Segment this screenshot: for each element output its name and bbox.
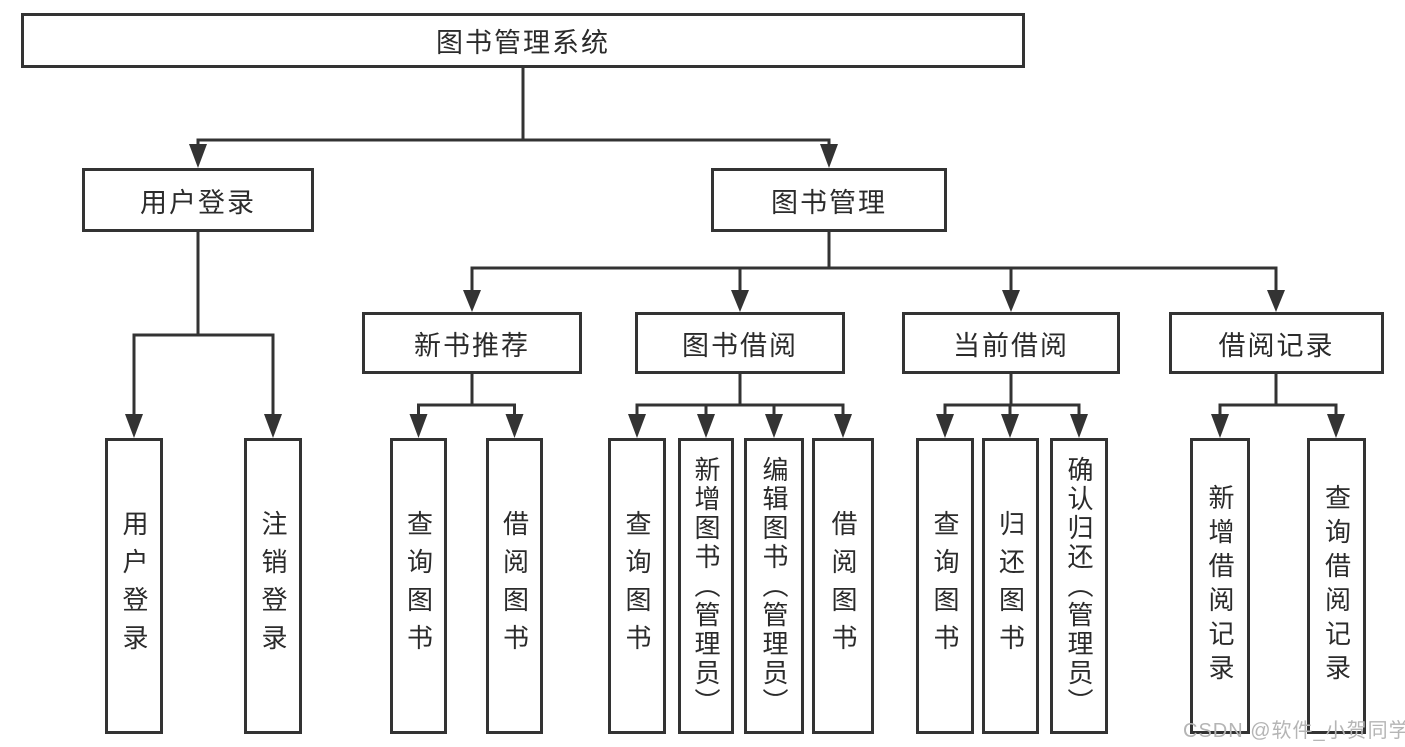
leaf-label: 查询图书 xyxy=(930,510,960,662)
node-label: 图书管理系统 xyxy=(436,28,610,58)
leaf-label: 编辑图书（管理员） xyxy=(759,455,789,717)
leaf-confirm-return-admin: 确认归还（管理员） xyxy=(1050,438,1108,734)
leaf-label: 归还图书 xyxy=(995,510,1026,662)
leaf-label: 新增借阅记录 xyxy=(1205,484,1235,688)
arrowhead-icons xyxy=(125,144,1345,438)
node-label: 用户登录 xyxy=(140,187,256,218)
leaf-user-login: 用户登录 xyxy=(105,438,163,734)
leaf-label: 查询图书 xyxy=(403,510,434,662)
node-new-book-recommend: 新书推荐 xyxy=(362,312,582,374)
leaf-query-books-current: 查询图书 xyxy=(916,438,974,734)
node-user-login: 用户登录 xyxy=(82,168,314,232)
node-root-book-management-system: 图书管理系统 xyxy=(21,13,1025,68)
node-borrowing-records: 借阅记录 xyxy=(1169,312,1384,374)
leaf-label: 查询图书 xyxy=(622,510,652,662)
leaf-borrow-books-recommend: 借阅图书 xyxy=(486,438,543,734)
leaf-label: 借阅图书 xyxy=(828,510,858,662)
node-label: 图书管理 xyxy=(771,187,887,218)
leaf-query-books-borrowing: 查询图书 xyxy=(608,438,666,734)
leaf-query-books-recommend: 查询图书 xyxy=(390,438,447,734)
node-label: 当前借阅 xyxy=(953,330,1069,361)
leaf-add-borrow-record: 新增借阅记录 xyxy=(1190,438,1250,734)
leaf-label: 确认归还（管理员） xyxy=(1064,455,1094,717)
leaf-logout: 注销登录 xyxy=(244,438,302,734)
leaf-borrow-books: 借阅图书 xyxy=(812,438,874,734)
leaf-edit-book-admin: 编辑图书（管理员） xyxy=(744,438,804,734)
node-book-borrowing: 图书借阅 xyxy=(635,312,845,374)
leaf-label: 新增图书（管理员） xyxy=(691,455,721,717)
leaf-add-book-admin: 新增图书（管理员） xyxy=(678,438,734,734)
node-label: 新书推荐 xyxy=(414,330,530,361)
leaf-label: 借阅图书 xyxy=(499,510,530,662)
leaf-return-books: 归还图书 xyxy=(982,438,1039,734)
leaf-label: 查询借阅记录 xyxy=(1321,484,1352,688)
node-label: 图书借阅 xyxy=(682,330,798,361)
csdn-watermark: CSDN @软件_小贺同学 xyxy=(1183,720,1405,742)
node-book-management: 图书管理 xyxy=(711,168,947,232)
leaf-label: 注销登录 xyxy=(258,510,288,662)
node-label: 借阅记录 xyxy=(1218,330,1335,361)
leaf-label: 用户登录 xyxy=(119,510,149,662)
leaf-query-borrow-record: 查询借阅记录 xyxy=(1307,438,1366,734)
node-current-borrowing: 当前借阅 xyxy=(902,312,1120,374)
